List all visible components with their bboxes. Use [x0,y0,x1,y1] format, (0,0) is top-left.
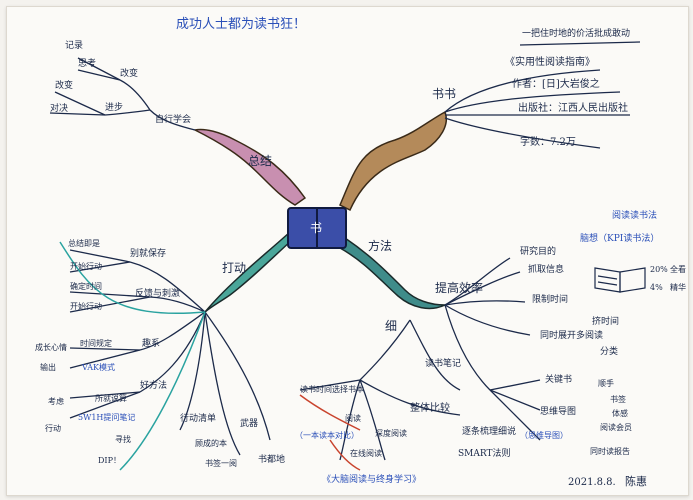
output-g2-item2: 输出 [40,363,56,372]
ratio-text-1: 精华 [670,283,686,292]
book-item-title: 《实用性阅读指南》 [505,57,595,68]
output-g4-item1: DIP！ [98,456,121,465]
method-g0-item2: 限制时间 [532,295,569,305]
branch-method [339,236,446,310]
method-g1-item7: 同时读报告 [590,447,630,456]
branch-book [339,110,447,212]
output-g3-item0: 所就说算 [95,394,127,403]
summary-sub: 自行学会 [155,115,192,125]
book-quote: 一把住时地的价活批成敢动 [522,29,631,39]
output-teal-lines [59,241,206,471]
ratio-pct-1: 4% [650,283,663,292]
method-g0-item5: 分类 [600,347,619,357]
center-label: 书 [310,221,323,235]
summary-item-think: 思考 [78,59,97,69]
summary-item-duel: 对决 [50,104,69,114]
summary-group-change: 改变 [120,69,139,79]
output-g3-item1: 考虑 [48,397,64,406]
method-g0-item1: 抓取信息 [528,265,565,275]
branch-summary [192,128,307,206]
method-group-fine: 细 [385,319,398,333]
method-g3-item0: 读书时间选择书本 [300,385,364,394]
output-g5-item1: 书签一阅 [205,459,237,468]
output-g1-item1: 开始行动 [70,302,102,311]
summary-group-progress: 进步 [105,103,124,113]
output-g4-item0: 寻找 [115,435,131,444]
ratio-text-0: 全看 [670,265,686,274]
output-group-0: 别就保存 [130,249,167,259]
method-red-lines [299,394,361,471]
method-g1-item5: 体感 [612,409,628,418]
method-g1-item6: 阅读会员 [600,423,632,432]
output-group-6: 书都地 [258,455,286,465]
output-group-5: 武器 [240,419,259,429]
output-g1-item0: 确定时间 [70,282,102,291]
summary-item-change2: 改变 [55,81,74,91]
method-g3-item3: 在线阅读 [350,449,382,458]
output-g3-item3: 5W1H提问笔记 [78,413,136,422]
method-tag-0: 阅读读书法 [612,211,658,221]
ratio-pct-0: 20% [650,265,668,274]
method-g3-item1: （一本读本对比） [295,431,359,440]
book-lines [444,41,641,149]
method-tag-1: 脑想（KPI读书法） [580,234,660,244]
summary-lines [49,57,196,131]
output-group-3: 好方法 [140,381,168,391]
page-title: 成功人士都为读书狂！ [176,17,307,32]
method-g3-item2: 阅读 [345,414,361,423]
output-g0-item0: 总结即是 [68,239,100,248]
signature-date: 2021.8.8. [568,477,616,488]
method-g1-item4: 书签 [610,395,626,404]
method-core: 提高效率 [435,281,484,295]
method-lines [299,257,541,461]
output-group-2: 趣系 [142,339,161,349]
method-g2-item1: SMART法则 [458,449,511,459]
method-g2-item0: 逐条梳理细说 [462,427,517,437]
summary-branch-label: 总结 [248,154,273,168]
method-g1-item0: 关键书 [545,375,573,385]
book-item-wordcount: 字数：7.2万 [520,137,576,148]
summary-item-record: 记录 [65,41,84,51]
book-branch-label: 书书 [432,87,457,101]
output-g5-item0: 顾成的本 [195,439,227,448]
signature-name: 陈惠 [625,475,647,488]
method-g1-item2: （思维导图） [520,431,568,440]
method-g0-item4: 同时展开多阅读 [540,331,604,341]
method-branch-label: 方法 [368,239,393,253]
output-g3-item2: 行动 [45,424,61,433]
method-bottom-quote: 《大脑阅读与终身学习》 [322,475,422,485]
output-g2-item3: VAK模式 [82,363,115,372]
output-g0-item1: 开始行动 [70,262,102,271]
method-group-notes: 读书笔记 [425,359,462,369]
output-group-1: 反馈与刺激 [135,289,181,299]
method-group-compare: 整体比较 [410,403,450,414]
method-g3-item4: 深度阅读 [375,429,407,438]
output-group-4: 行动清单 [180,414,217,424]
method-g1-item1: 思维导图 [540,407,577,417]
method-g0-item0: 研究目的 [520,247,557,257]
output-lines [69,249,271,456]
method-g0-item3: 挤时间 [592,317,620,327]
output-g2-item0: 时间规定 [80,339,112,348]
book-item-author: 作者：[日]大岩俊之 [512,79,600,90]
method-g1-item3: 顺手 [598,379,614,388]
branch-output [204,230,293,313]
output-branch-label: 打动 [222,261,247,275]
book-item-publisher: 出版社：江西人民出版社 [518,103,628,114]
open-book-icon [594,267,646,293]
output-g2-item1: 成长心情 [35,343,67,352]
